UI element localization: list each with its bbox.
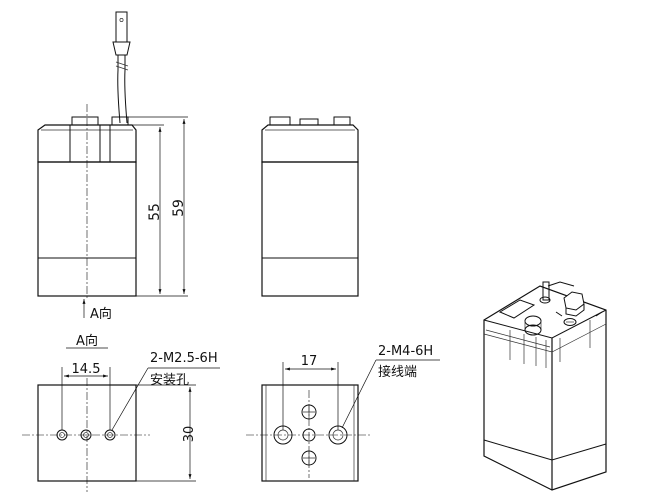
callout-spec: 2-M4-6H	[378, 344, 433, 359]
isometric-view	[483, 281, 607, 491]
bottom-left-view: A向 14.5 2-M2.5-6H 安装孔 30	[22, 333, 220, 492]
callout-desc: 安装孔	[150, 373, 189, 388]
callout-desc: 接线端	[378, 364, 417, 380]
front-view: 55 59 A向	[37, 11, 188, 322]
bottom-mid-view: 17 2-M4-6H 接线端	[246, 344, 440, 482]
dim-depth: 30	[182, 426, 197, 443]
dim-hole-spacing: 14.5	[72, 362, 101, 377]
side-view	[261, 116, 359, 297]
view-arrow-label: A向	[90, 306, 112, 322]
dim-height-outer: 59	[171, 199, 187, 217]
view-title: A向	[76, 333, 98, 349]
dim-height-inner: 55	[147, 203, 163, 221]
dim-terminal-spacing: 17	[301, 354, 318, 369]
callout-spec: 2-M2.5-6H	[150, 351, 218, 366]
